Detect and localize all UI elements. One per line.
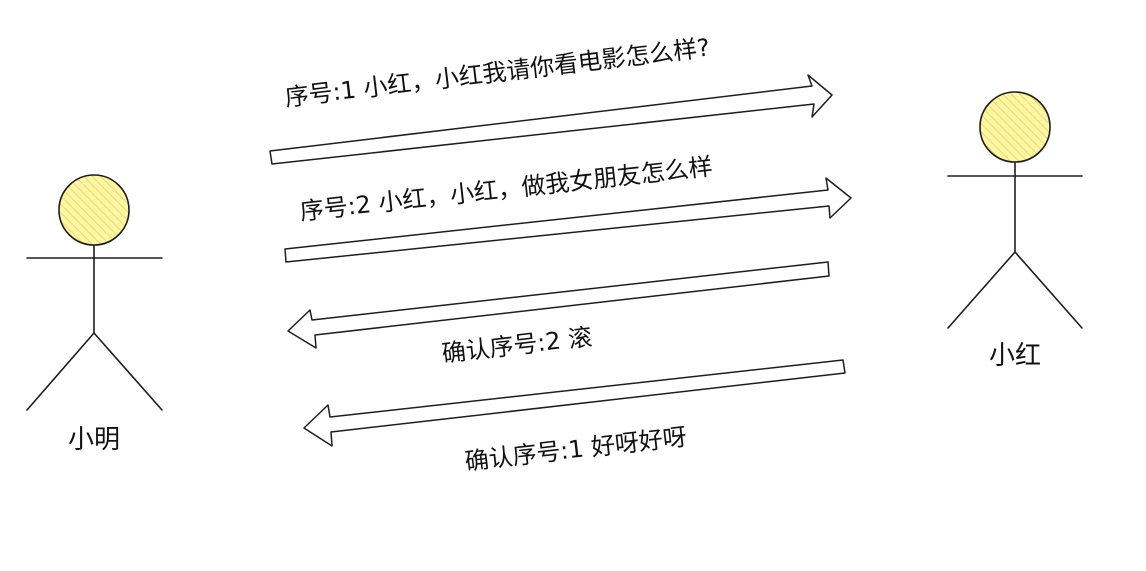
actor-left-leg-right xyxy=(93,332,163,411)
actor-right-name: 小红 xyxy=(989,341,1042,371)
actor-right-leg-right xyxy=(1014,251,1083,329)
message-arrow-3 xyxy=(287,261,830,349)
actor-right-leg-left xyxy=(947,251,1016,329)
message-arrow-1 xyxy=(269,74,833,165)
actor-left-figure xyxy=(26,174,163,411)
actor-right-head xyxy=(979,91,1051,163)
actor-left-head xyxy=(58,174,130,246)
message-arrow-4 xyxy=(303,359,846,447)
actor-left-name: 小明 xyxy=(68,425,121,455)
actor-right-figure xyxy=(947,91,1083,329)
message-arrow-2 xyxy=(284,177,852,263)
actor-left-leg-left xyxy=(26,332,95,411)
